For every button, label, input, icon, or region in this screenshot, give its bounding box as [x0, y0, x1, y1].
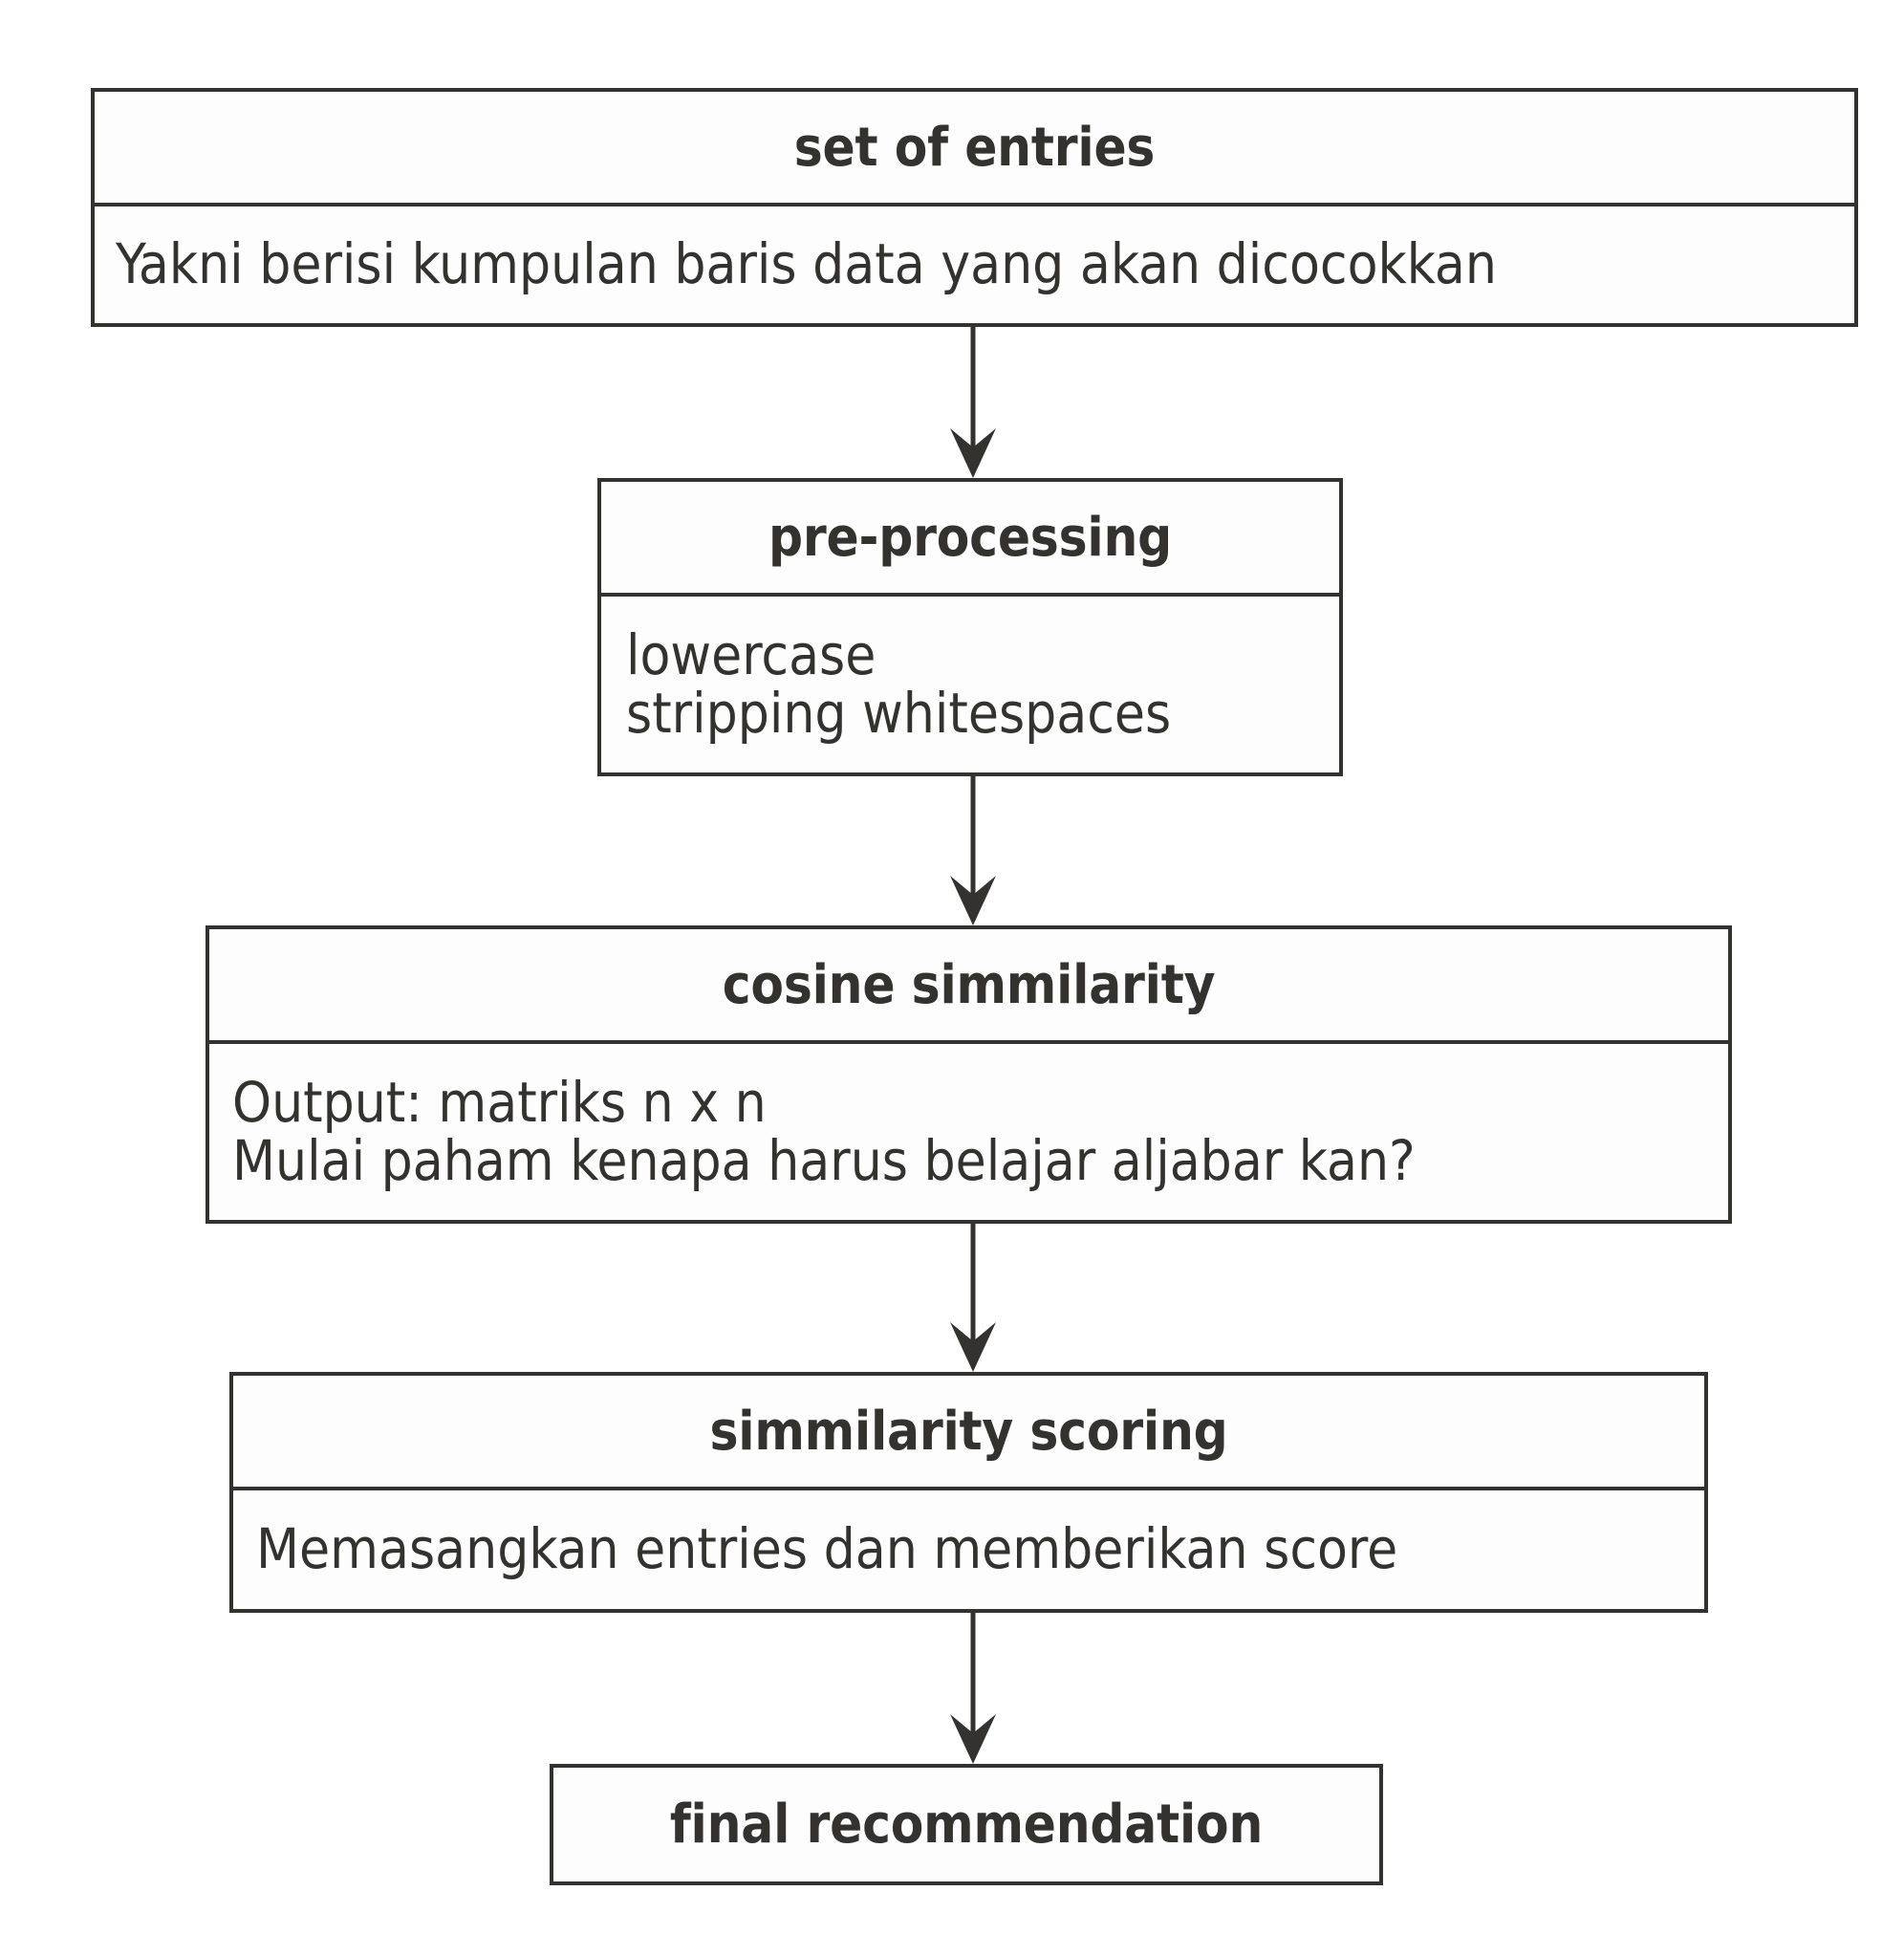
node-cosine-simmilarity-body: Output: matriks n x n Mulai paham kenapa… [209, 1044, 1728, 1220]
node-cosine-simmilarity[interactable]: cosine simmilarity Output: matriks n x n… [206, 925, 1732, 1224]
node-cosine-simmilarity-body-line: Output: matriks n x n [232, 1069, 767, 1135]
node-pre-processing[interactable]: pre-processing lowercase stripping white… [597, 478, 1343, 776]
node-pre-processing-body-line: stripping whitespaces [626, 681, 1172, 746]
node-final-recommendation-title: final recommendation [669, 1794, 1264, 1856]
node-pre-processing-body-line: lowercase [626, 621, 876, 687]
node-simmilarity-scoring-title: simmilarity scoring [233, 1376, 1704, 1490]
edge-cosine-simmilarity-to-simmilarity-scoring [950, 1224, 996, 1372]
node-set-of-entries-body: Yakni berisi kumpulan baris data yang ak… [95, 207, 1854, 323]
node-set-of-entries[interactable]: set of entries Yakni berisi kumpulan bar… [91, 88, 1858, 327]
node-pre-processing-body: lowercase stripping whitespaces [601, 597, 1339, 772]
node-simmilarity-scoring-body-line: Memasangkan entries dan memberikan score [256, 1516, 1398, 1582]
edge-simmilarity-scoring-to-final-recommendation [950, 1613, 996, 1764]
node-set-of-entries-body-line: Yakni berisi kumpulan baris data yang ak… [116, 231, 1497, 297]
node-simmilarity-scoring[interactable]: simmilarity scoring Memasangkan entries … [229, 1372, 1708, 1613]
node-pre-processing-title: pre-processing [601, 482, 1339, 597]
node-simmilarity-scoring-body: Memasangkan entries dan memberikan score [233, 1490, 1704, 1609]
node-cosine-simmilarity-body-line: Mulai paham kenapa harus belajar aljabar… [232, 1128, 1416, 1193]
node-set-of-entries-title: set of entries [95, 92, 1854, 207]
edge-set-of-entries-to-pre-processing [950, 327, 996, 478]
node-cosine-simmilarity-title: cosine simmilarity [209, 929, 1728, 1044]
edge-pre-processing-to-cosine-simmilarity [950, 776, 996, 925]
node-final-recommendation[interactable]: final recommendation [550, 1764, 1383, 1885]
